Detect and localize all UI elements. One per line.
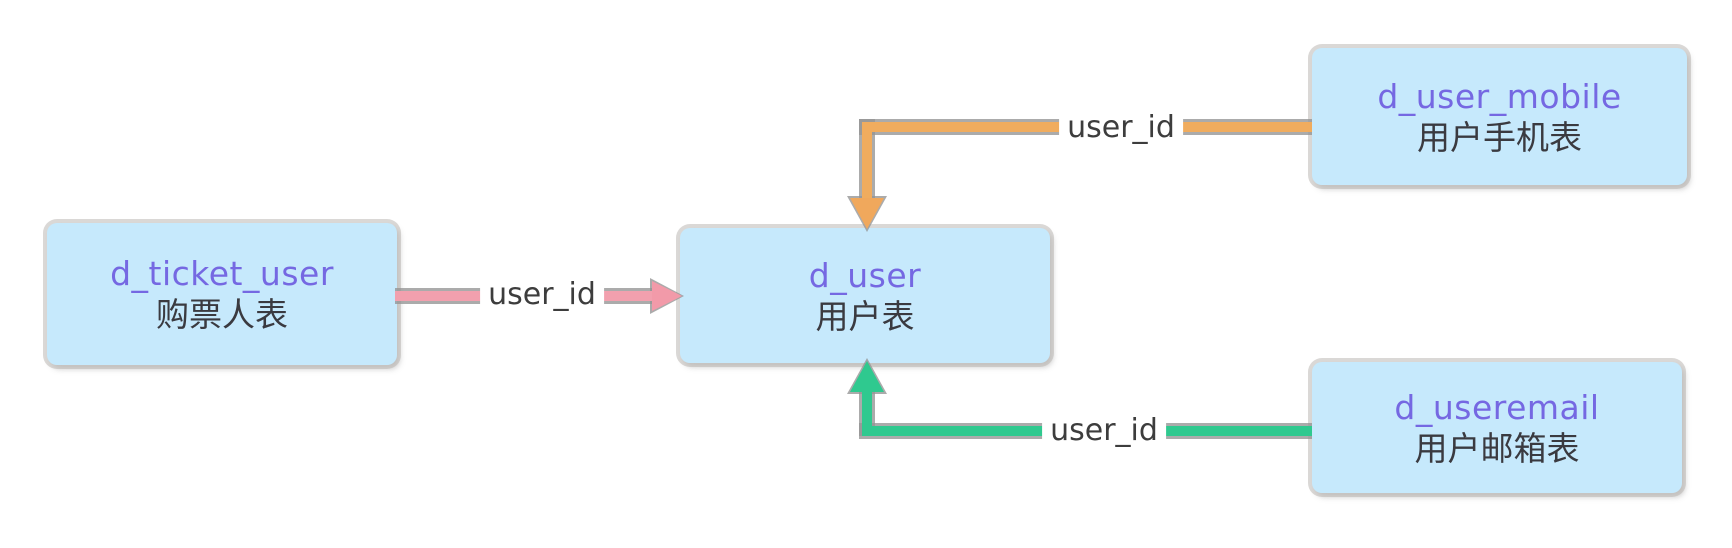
table-name: d_ticket_user	[110, 254, 334, 293]
table-label: 用户表	[815, 296, 915, 336]
arrowhead-right-icon	[652, 281, 682, 311]
edge-label-user-id: user_id	[1059, 106, 1183, 150]
table-node-d-useremail[interactable]: d_useremail 用户邮箱表	[1312, 362, 1682, 493]
table-label: 用户邮箱表	[1414, 428, 1580, 468]
table-name: d_useremail	[1394, 387, 1600, 427]
edge-label-user-id: user_id	[480, 273, 604, 317]
table-node-d-user[interactable]: d_user 用户表	[680, 228, 1050, 363]
arrowhead-up-icon	[850, 361, 884, 392]
table-node-d-ticket-user[interactable]: d_ticket_user 购票人表	[47, 223, 397, 365]
table-name: d_user	[808, 255, 922, 295]
table-label: 用户手机表	[1417, 117, 1582, 157]
edge-line-user-mobile-to-d-user	[862, 122, 872, 200]
table-name: d_user_mobile	[1377, 76, 1622, 116]
edge-label-user-id: user_id	[1042, 409, 1166, 453]
table-node-d-user-mobile[interactable]: d_user_mobile 用户手机表	[1312, 48, 1687, 185]
table-label: 购票人表	[156, 295, 288, 334]
arrowhead-down-icon	[850, 198, 884, 229]
edge-line-useremail-to-d-user	[862, 390, 872, 432]
